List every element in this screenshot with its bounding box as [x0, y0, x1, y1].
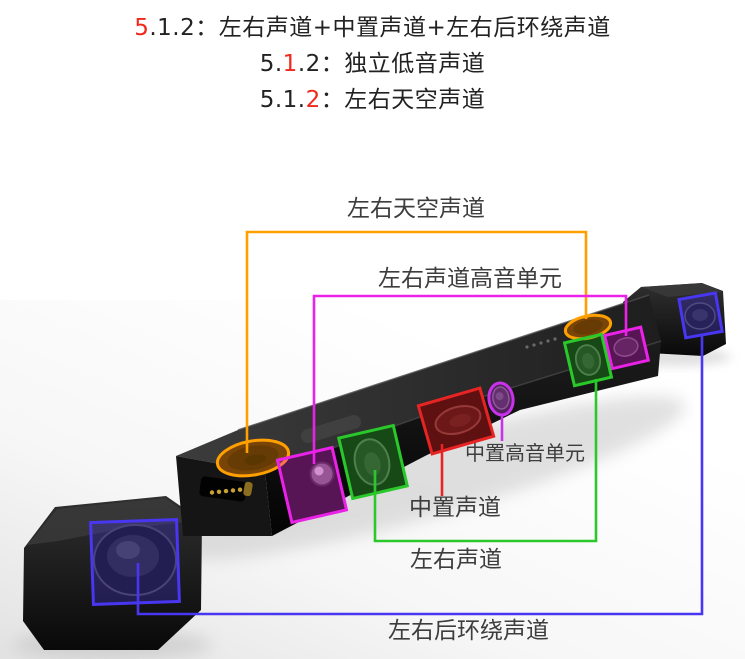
label-lr-tweeter: 左右声道高音单元	[378, 266, 562, 292]
tweeter-left-highlight	[275, 445, 349, 525]
label-center-channel: 中置声道	[409, 495, 501, 521]
callout-surround-channel	[136, 334, 704, 616]
left-surround-speaker	[23, 496, 202, 650]
surround-right-highlight	[677, 291, 724, 340]
left-woofer	[353, 438, 391, 486]
center-highlight	[416, 386, 496, 456]
spec-line-2-red-digit: 1	[282, 51, 298, 77]
label-surround-channel: 左右后环绕声道	[388, 618, 549, 644]
top-buttons	[525, 337, 557, 349]
center-dome-tweeter	[488, 383, 514, 415]
tweeter-right-highlight	[602, 325, 651, 371]
spec-heading: 5.1.2：左右声道+中置声道+左右后环绕声道 5.1.2：独立低音声道 5.1…	[0, 10, 745, 118]
center-woofer	[434, 404, 482, 436]
sky-left-highlight	[215, 438, 291, 478]
spec-line-2-text: .2：独立低音声道	[297, 51, 486, 77]
lr-left-highlight	[336, 423, 410, 501]
right-dome-tweeter	[613, 337, 639, 357]
left-sky-cone	[217, 440, 289, 476]
soundbar-top-face	[176, 295, 661, 472]
top-panel-reflection	[301, 414, 361, 444]
connector-recess	[199, 476, 247, 502]
spec-line-3-text: ：左右天空声道	[320, 87, 486, 113]
connector-pins	[209, 487, 243, 495]
callout-sky-channel	[245, 230, 588, 453]
right-woofer	[574, 344, 602, 376]
callout-lines	[136, 230, 704, 616]
channel-highlights	[89, 291, 724, 607]
spec-line-3-red-digit: 2	[305, 87, 321, 113]
spec-line-3: 5.1.2：左右天空声道	[0, 82, 745, 118]
label-center-tweeter: 中置高音单元	[465, 441, 585, 465]
surround-left-highlight	[89, 517, 181, 607]
soundbar-drivers	[217, 315, 648, 522]
spec-line-2-pre: 5.	[259, 51, 283, 77]
spec-line-2: 5.1.2：独立低音声道	[0, 46, 745, 82]
spec-line-3-pre: 5.1.	[259, 87, 306, 113]
spec-line-1: 5.1.2：左右声道+中置声道+左右后环绕声道	[0, 10, 745, 46]
label-sky-channel: 左右天空声道	[347, 196, 485, 222]
label-lr-channel: 左右声道	[410, 547, 502, 573]
callout-lr-channel	[373, 379, 598, 543]
lr-right-highlight	[562, 332, 614, 388]
center-tweeter-highlight	[487, 381, 515, 417]
spec-line-1-red-digit: 5	[134, 15, 150, 41]
callout-tweeter-lr	[312, 294, 628, 464]
spec-line-1-text: .1.2：左右声道+中置声道+左右后环绕声道	[149, 15, 611, 41]
right-sky-cone	[565, 315, 611, 339]
